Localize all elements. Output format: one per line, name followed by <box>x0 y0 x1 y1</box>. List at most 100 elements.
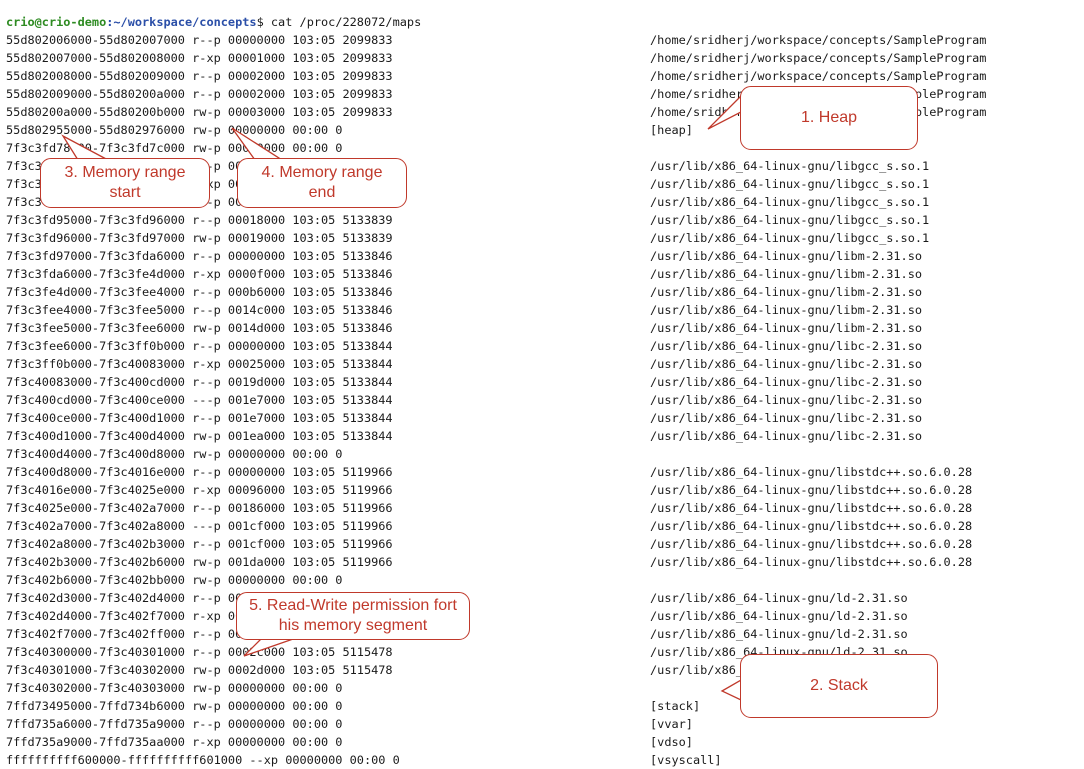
maps-row: 7f3c402b3000-7f3c402b6000 rw-p 001da000 … <box>6 553 972 571</box>
maps-row: 7f3c3fd95000-7f3c3fd96000 r--p 00018000 … <box>6 211 929 229</box>
maps-row: 7f3c40301000-7f3c40302000 rw-p 0002d000 … <box>6 661 908 679</box>
maps-row: 7f3c3fda6000-7f3c3fe4d000 r-xp 0000f000 … <box>6 265 922 283</box>
maps-row-path: /usr/lib/x86_64-linux-gnu/libm-2.31.so <box>650 249 923 263</box>
maps-row-path: /usr/lib/x86_64-linux-gnu/libgcc_s.so.1 <box>650 177 930 191</box>
maps-row-range: 7f3c400ce000-7f3c400d1000 r--p 001e7000 … <box>6 411 393 425</box>
maps-row: 7f3c3fe4d000-7f3c3fee4000 r--p 000b6000 … <box>6 283 922 301</box>
maps-row-path: /usr/lib/x86_64-linux-gnu/libgcc_s.so.1 <box>650 213 930 227</box>
maps-row-range: 7ffd735a6000-7ffd735a9000 r--p 00000000 … <box>6 717 343 731</box>
prompt-command: $ cat /proc/228072/maps <box>256 15 422 29</box>
maps-row: 55d802008000-55d802009000 r--p 00002000 … <box>6 67 986 85</box>
maps-row-range: 7f3c3fd95000-7f3c3fd96000 r--p 00018000 … <box>6 213 393 227</box>
maps-row-range: 7f3c3fd97000-7f3c3fda6000 r--p 00000000 … <box>6 249 393 263</box>
prompt-path: :~/workspace/concepts <box>106 15 257 29</box>
maps-row-path: /usr/lib/x86_64-linux-gnu/libstdc++.so.6… <box>650 519 973 533</box>
maps-row-path: /usr/lib/x86_64-linux-gnu/ld-2.31.so <box>650 609 908 623</box>
maps-row-range: 7ffd735a9000-7ffd735aa000 r-xp 00000000 … <box>6 735 343 749</box>
maps-row: 55d802955000-55d802976000 rw-p 00000000 … <box>6 121 693 139</box>
maps-row-path: /home/sridherj/workspace/concepts/Sample… <box>650 51 987 65</box>
maps-row-range: 55d80200a000-55d80200b000 rw-p 00003000 … <box>6 105 393 119</box>
maps-row-path: [vvar] <box>650 717 693 731</box>
maps-row-range: 7f3c400d1000-7f3c400d4000 rw-p 001ea000 … <box>6 429 393 443</box>
maps-row-path: /usr/lib/x86_64-linux-gnu/libstdc++.so.6… <box>650 537 973 551</box>
maps-row-path: /usr/lib/x86_64-linux-gnu/libstdc++.so.6… <box>650 501 973 515</box>
maps-row-range: 7f3c4025e000-7f3c402a7000 r--p 00186000 … <box>6 501 393 515</box>
maps-row-range: 7f3c4016e000-7f3c4025e000 r-xp 00096000 … <box>6 483 393 497</box>
maps-row-path: /usr/lib/x86_64-linux-gnu/libc-2.31.so <box>650 375 923 389</box>
maps-row-range: 7f3c3fee4000-7f3c3fee5000 r--p 0014c000 … <box>6 303 393 317</box>
maps-row: 55d80200a000-55d80200b000 rw-p 00003000 … <box>6 103 986 121</box>
maps-row-path: /usr/lib/x86_64-linux-gnu/libstdc++.so.6… <box>650 483 973 497</box>
maps-row-path: /home/sridherj/workspace/concepts/Sample… <box>650 33 987 47</box>
maps-row-range: 7f3c40302000-7f3c40303000 rw-p 00000000 … <box>6 681 343 695</box>
maps-row-range: 7f3c400d8000-7f3c4016e000 r--p 00000000 … <box>6 465 393 479</box>
maps-row: 7ffd735a6000-7ffd735a9000 r--p 00000000 … <box>6 715 693 733</box>
maps-row: 7f3c402b6000-7f3c402bb000 rw-p 00000000 … <box>6 571 342 589</box>
maps-row-range: ffffffffff600000-ffffffffff601000 --xp 0… <box>6 753 400 767</box>
maps-row-range: 7f3c402a8000-7f3c402b3000 r--p 001cf000 … <box>6 537 393 551</box>
range-start-callout-label: 3. Memory range start <box>64 164 186 201</box>
maps-row-range: 7f3c3fd78000-7f3c3fd7c000 rw-p 00000000 … <box>6 141 343 155</box>
maps-row-path: /usr/lib/x86_64-linux-gnu/libm-2.31.so <box>650 303 923 317</box>
maps-row: 7f3c402a7000-7f3c402a8000 ---p 001cf000 … <box>6 517 972 535</box>
maps-row: ffffffffff600000-ffffffffff601000 --xp 0… <box>6 751 722 769</box>
maps-row-range: 7f3c402b3000-7f3c402b6000 rw-p 001da000 … <box>6 555 393 569</box>
permission-callout-label: 5. Read-Write permission fort his memory… <box>249 597 457 634</box>
maps-row: 7f3c3fd97000-7f3c3fda6000 r--p 00000000 … <box>6 247 922 265</box>
heap-callout-label: 1. Heap <box>800 109 858 126</box>
range-start-callout: 3. Memory range start <box>40 158 210 208</box>
maps-row: 7f3c400cd000-7f3c400ce000 ---p 001e7000 … <box>6 391 922 409</box>
maps-row: 7f3c402a8000-7f3c402b3000 r--p 001cf000 … <box>6 535 972 553</box>
maps-row: 7ffd735a9000-7ffd735aa000 r-xp 00000000 … <box>6 733 693 751</box>
maps-row-range: 55d802006000-55d802007000 r--p 00000000 … <box>6 33 393 47</box>
maps-row-path: /usr/lib/x86_64-linux-gnu/libstdc++.so.6… <box>650 555 973 569</box>
maps-row: 7f3c40300000-7f3c40301000 r--p 0002c000 … <box>6 643 908 661</box>
maps-row-range: 7f3c400d4000-7f3c400d8000 rw-p 00000000 … <box>6 447 343 461</box>
shell-prompt: crio@crio-demo:~/workspace/concepts$ cat… <box>6 13 421 31</box>
maps-row-range: 7f3c3fee6000-7f3c3ff0b000 r--p 00000000 … <box>6 339 393 353</box>
maps-row-path: /usr/lib/x86_64-linux-gnu/libstdc++.so.6… <box>650 465 973 479</box>
maps-row-path: /usr/lib/x86_64-linux-gnu/libc-2.31.so <box>650 339 923 353</box>
maps-row-range: 55d802007000-55d802008000 r-xp 00001000 … <box>6 51 393 65</box>
maps-row: 7f3c3fee6000-7f3c3ff0b000 r--p 00000000 … <box>6 337 922 355</box>
maps-row: 7f3c4025e000-7f3c402a7000 r--p 00186000 … <box>6 499 972 517</box>
maps-row-range: 7f3c40301000-7f3c40302000 rw-p 0002d000 … <box>6 663 393 677</box>
maps-row-range: 7f3c402b6000-7f3c402bb000 rw-p 00000000 … <box>6 573 343 587</box>
maps-row-path: /usr/lib/x86_64-linux-gnu/libgcc_s.so.1 <box>650 159 930 173</box>
maps-row-range: 7f3c40083000-7f3c400cd000 r--p 0019d000 … <box>6 375 393 389</box>
maps-row: 7f3c400ce000-7f3c400d1000 r--p 001e7000 … <box>6 409 922 427</box>
maps-row-range: 7f3c400cd000-7f3c400ce000 ---p 001e7000 … <box>6 393 393 407</box>
maps-row: 7f3c400d1000-7f3c400d4000 rw-p 001ea000 … <box>6 427 922 445</box>
maps-row-range: 7f3c3fd96000-7f3c3fd97000 rw-p 00019000 … <box>6 231 393 245</box>
maps-row-path: [vsyscall] <box>650 753 722 767</box>
prompt-user-host: crio@crio-demo <box>6 15 107 29</box>
maps-row-range: 7f3c40300000-7f3c40301000 r--p 0002c000 … <box>6 645 393 659</box>
maps-row: 55d802007000-55d802008000 r-xp 00001000 … <box>6 49 986 67</box>
range-end-callout-label: 4. Memory range end <box>261 164 383 201</box>
maps-row-path: [vdso] <box>650 735 693 749</box>
maps-row: 7f3c3fee5000-7f3c3fee6000 rw-p 0014d000 … <box>6 319 922 337</box>
maps-row-range: 7f3c3ff0b000-7f3c40083000 r-xp 00025000 … <box>6 357 393 371</box>
maps-row-path: /usr/lib/x86_64-linux-gnu/libm-2.31.so <box>650 285 923 299</box>
maps-row: 55d802006000-55d802007000 r--p 00000000 … <box>6 31 986 49</box>
maps-row-range: 55d802955000-55d802976000 rw-p 00000000 … <box>6 123 343 137</box>
permission-callout: 5. Read-Write permission fort his memory… <box>236 592 470 640</box>
maps-row-path: /home/sridherj/workspace/concepts/Sample… <box>650 69 987 83</box>
maps-row: 7f3c400d4000-7f3c400d8000 rw-p 00000000 … <box>6 445 342 463</box>
maps-row-range: 7f3c402a7000-7f3c402a8000 ---p 001cf000 … <box>6 519 393 533</box>
maps-row: 7f3c40083000-7f3c400cd000 r--p 0019d000 … <box>6 373 922 391</box>
maps-row-range: 7f3c3fee5000-7f3c3fee6000 rw-p 0014d000 … <box>6 321 393 335</box>
maps-row-path: /usr/lib/x86_64-linux-gnu/libm-2.31.so <box>650 321 923 335</box>
maps-row-range: 7f3c3fda6000-7f3c3fe4d000 r-xp 0000f000 … <box>6 267 393 281</box>
maps-row-path: /usr/lib/x86_64-linux-gnu/ld-2.31.so <box>650 591 908 605</box>
maps-row: 7f3c3fd96000-7f3c3fd97000 rw-p 00019000 … <box>6 229 929 247</box>
maps-row-path: /usr/lib/x86_64-linux-gnu/libgcc_s.so.1 <box>650 195 930 209</box>
stack-callout: 2. Stack <box>740 654 938 718</box>
maps-row-range: 55d802008000-55d802009000 r--p 00002000 … <box>6 69 393 83</box>
maps-row-path: /usr/lib/x86_64-linux-gnu/libc-2.31.so <box>650 357 923 371</box>
maps-row-path: /usr/lib/x86_64-linux-gnu/ld-2.31.so <box>650 627 908 641</box>
range-end-callout: 4. Memory range end <box>237 158 407 208</box>
maps-row: 7f3c3ff0b000-7f3c40083000 r-xp 00025000 … <box>6 355 922 373</box>
maps-row-path: /usr/lib/x86_64-linux-gnu/libgcc_s.so.1 <box>650 231 930 245</box>
